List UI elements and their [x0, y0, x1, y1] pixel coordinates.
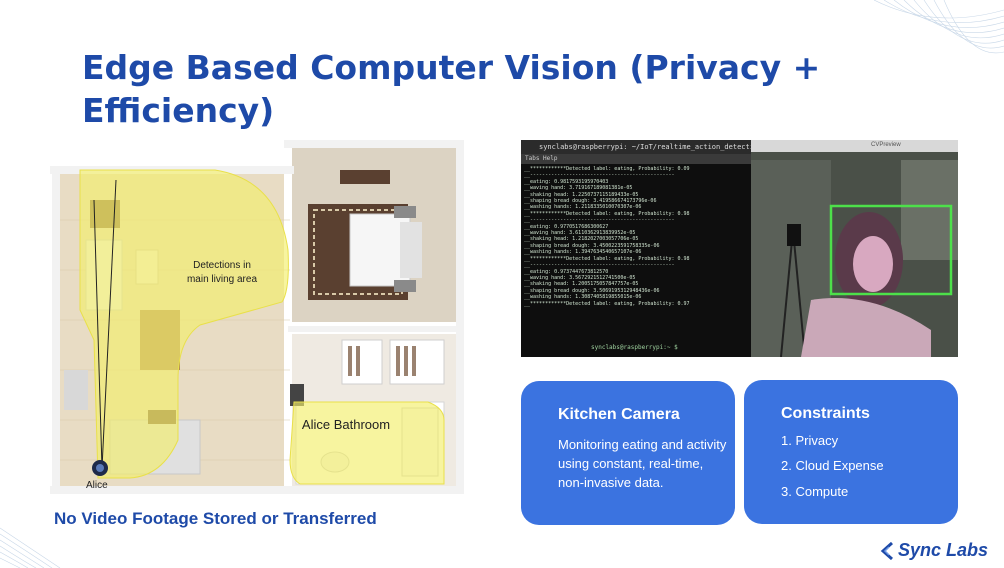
terminal-title: synclabs@raspberrypi: ~/IoT/realtime_act… — [521, 140, 751, 154]
terminal-line: __shaking head: 1.2182027003057706e-05 — [524, 236, 639, 243]
terminal-window: synclabs@raspberrypi: ~/IoT/realtime_act… — [521, 140, 751, 357]
terminal-line: __shaking head: 1.2250737115189433e-05 — [524, 191, 639, 198]
camera-preview: CVPreview — [751, 140, 958, 357]
constraints-card: Constraints 1. Privacy 2. Cloud Expense … — [744, 380, 958, 524]
terminal-line: __shaping bread dough: 3.506919531294843… — [524, 287, 660, 294]
constraints-card-heading: Constraints — [781, 405, 870, 422]
kitchen-card-heading: Kitchen Camera — [558, 406, 680, 423]
terminal-line: __waving hand: 3.719167189081381e-05 — [524, 185, 633, 192]
terminal-output: __************Detected label: eating, Pr… — [521, 164, 751, 309]
terminal-line: __shaping bread dough: 3.419586674173796… — [524, 198, 657, 205]
constraint-item: 1. Privacy — [781, 433, 839, 448]
terminal-line: __waving hand: 3.5672921512741500e-05 — [524, 274, 636, 281]
terminal-line: __************Detected label: eating, Pr… — [524, 166, 690, 172]
floor-plan-image: Detections in main living area Alice Bat… — [50, 140, 464, 500]
detection-label: Detections in — [193, 260, 251, 271]
camera-window-title: CVPreview — [871, 142, 901, 148]
terminal-line: __************Detected label: eating, Pr… — [524, 255, 690, 262]
page-title: Edge Based Computer Vision (Privacy + Ef… — [82, 48, 821, 130]
terminal-line: __washing hands: 1.3947634540657107e-06 — [524, 249, 642, 256]
logo-chevron-icon — [880, 541, 893, 560]
kitchen-card-body: Monitoring eating and activity using con… — [558, 437, 727, 490]
camera-frame-image — [751, 140, 958, 357]
constraint-item: 3. Compute — [781, 484, 849, 499]
terminal-menu: Tabs Help — [521, 154, 751, 164]
terminal-line: __washing hands: 1.2118335010070307e-06 — [524, 204, 642, 211]
sync-labs-logo: Sync Labs — [880, 540, 988, 561]
terminal-line: __eating: 0.9737447673812570 — [524, 268, 609, 275]
terminal-line: __waving hand: 3.6110362913839952e-05 — [524, 230, 636, 237]
terminal-line: __************Detected label: eating, Pr… — [524, 210, 690, 217]
terminal-line: __************Detected label: eating, Pr… — [524, 300, 690, 307]
terminal-line: __eating: 0.9770517686300627 — [524, 223, 609, 230]
person-label: Alice — [86, 480, 108, 491]
terminal-line: __--------------------------------------… — [524, 217, 675, 224]
terminal-line: __--------------------------------------… — [524, 262, 675, 269]
corner-wave-decoration — [0, 527, 61, 568]
detection-screenshot: synclabs@raspberrypi: ~/IoT/realtime_act… — [521, 140, 958, 357]
terminal-line: __shaping bread dough: 3.450022359175833… — [524, 242, 660, 249]
detection-label: main living area — [187, 274, 257, 285]
corner-wave-decoration — [874, 0, 1004, 54]
terminal-prompt: synclabs@raspberrypi:~ $ — [591, 344, 678, 351]
detection-zone — [289, 401, 445, 485]
detection-zone — [79, 169, 289, 479]
bathroom-label: Alice Bathroom — [302, 417, 390, 432]
logo-text: Sync Labs — [897, 540, 988, 560]
kitchen-camera-card: Kitchen Camera Monitoring eating and act… — [521, 381, 735, 525]
constraint-item: 2. Cloud Expense — [781, 458, 884, 473]
terminal-line: __shaking head: 1.2005175057847757e-05 — [524, 281, 639, 288]
privacy-caption: No Video Footage Stored or Transferred — [54, 509, 377, 528]
terminal-line: __washing hands: 1.3087405819855015e-06 — [524, 294, 642, 301]
terminal-line: __--------------------------------------… — [524, 172, 675, 179]
terminal-line: __eating: 0.9817593195970403 — [524, 178, 609, 185]
